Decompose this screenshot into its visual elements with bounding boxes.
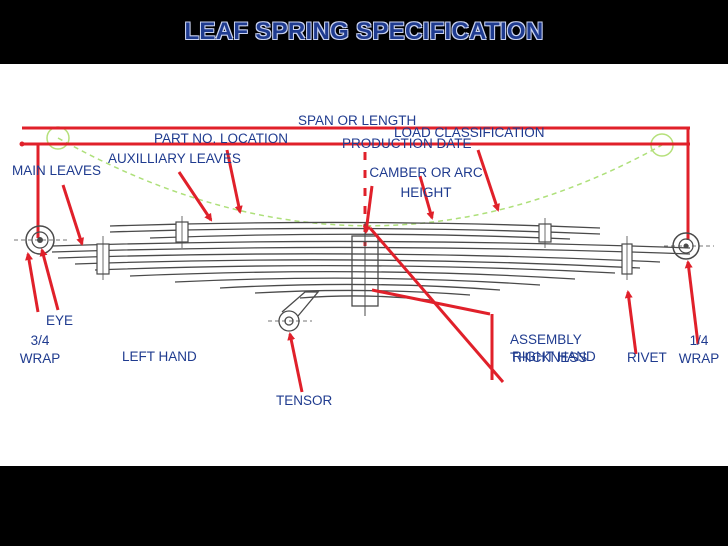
load-classification-label: LOAD CLASSIFICATION (394, 125, 545, 140)
tensor-label: TENSOR (276, 393, 333, 408)
camber-arc (57, 137, 663, 227)
camber-or-arc-height-label: CAMBER OR ARC HEIGHT (369, 165, 483, 200)
clip-bolts (102, 216, 628, 280)
auxilliary-leaves-label: AUXILLIARY LEAVES (108, 151, 241, 166)
right-eye (664, 232, 714, 260)
right-hand-label: RIGHT HAND (512, 349, 596, 364)
tensor-arm (268, 291, 320, 332)
left-eye (14, 225, 68, 255)
quarter-wrap-label: 1/4 WRAP (678, 333, 720, 366)
main-leaves-label: MAIN LEAVES (12, 163, 102, 178)
three-quarter-wrap-label: 3/4 WRAP (19, 333, 61, 366)
callout-arrows (25, 149, 700, 393)
diagram-canvas (0, 64, 728, 466)
rivet-label: RIVET (627, 350, 667, 365)
title-bar: LEAF SPRING SPECIFICATION (0, 0, 728, 64)
part-no-location-label: PART NO. LOCATION (154, 131, 289, 146)
eye-label: EYE (46, 313, 74, 328)
left-hand-label: LEFT HAND (122, 349, 197, 364)
span-end-dot-left (19, 141, 25, 147)
footer-bar (0, 466, 728, 546)
page-title: LEAF SPRING SPECIFICATION (184, 18, 544, 45)
assembly-thickness-label: ASSEMBLY THICKNESS (510, 332, 588, 365)
span-or-length-label: SPAN OR LENGTH (298, 113, 417, 128)
spring-leaves (51, 221, 691, 301)
production-date-label: PRODUCTION DATE (342, 136, 472, 151)
